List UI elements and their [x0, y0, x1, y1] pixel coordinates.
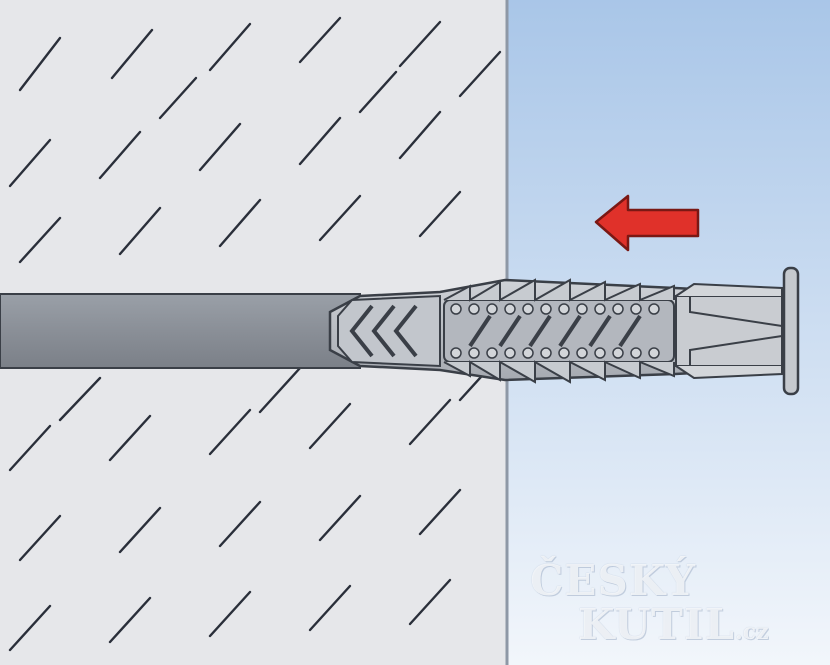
plug-rib-bump: [630, 347, 642, 359]
hatch-stroke: [318, 494, 362, 542]
watermark-suffix: .cz: [735, 619, 769, 645]
hatch-stroke: [118, 506, 162, 554]
plug-rib-bump: [468, 347, 480, 359]
hatch-stroke: [18, 36, 62, 92]
hatch-stroke: [198, 122, 242, 172]
plug-rib-bump: [504, 303, 516, 315]
plug-rib-bump: [594, 347, 606, 359]
hatch-stroke: [158, 76, 198, 120]
plug-rib-bump: [594, 303, 606, 315]
watermark-line-1: ČESKÝ: [530, 556, 697, 605]
hatch-stroke: [208, 590, 252, 638]
watermark-main: KUTIL: [578, 600, 736, 649]
plug-rib-bump: [612, 303, 624, 315]
plug-ribs: [450, 303, 660, 359]
hatch-stroke: [298, 116, 342, 166]
drill-hole: [0, 293, 361, 369]
plug-collar: [782, 266, 800, 396]
plug-rib-bump: [576, 303, 588, 315]
hatch-stroke: [208, 22, 252, 72]
hatch-stroke: [110, 28, 154, 80]
plug-rib-bump: [558, 347, 570, 359]
hatch-stroke: [218, 198, 262, 248]
hatch-stroke: [458, 50, 502, 98]
hatch-stroke: [218, 500, 262, 548]
hatch-stroke: [58, 376, 102, 422]
hatch-stroke: [418, 190, 462, 238]
watermark-line-2: KUTIL.cz: [578, 600, 769, 649]
hatch-stroke: [398, 110, 442, 160]
plug-rib-bump: [468, 303, 480, 315]
plug-rib-bump: [450, 347, 462, 359]
plug-rib-bump: [450, 303, 462, 315]
plug-rib-bump: [648, 347, 660, 359]
hatch-stroke: [358, 70, 398, 114]
plug-rib-bump: [558, 303, 570, 315]
hatch-stroke: [408, 398, 452, 446]
hatch-stroke: [418, 488, 462, 536]
insert-direction-arrow-icon: [594, 194, 700, 252]
hatch-stroke: [108, 596, 152, 644]
hatch-stroke: [18, 514, 62, 562]
hatch-stroke: [258, 366, 302, 414]
hatch-stroke: [318, 194, 362, 242]
hatch-stroke: [18, 216, 62, 264]
plug-rib-bump: [522, 303, 534, 315]
hatch-stroke: [208, 408, 252, 456]
plug-rib-bump: [612, 347, 624, 359]
hatch-stroke: [8, 604, 52, 652]
plug-rib-bump: [522, 347, 534, 359]
plug-rib-bump: [504, 347, 516, 359]
plug-rib-bump: [540, 347, 552, 359]
wall-plug: [328, 266, 800, 396]
hatch-stroke: [108, 414, 152, 462]
hatch-stroke: [118, 206, 162, 256]
plug-rib-bump: [630, 303, 642, 315]
plug-rib-bump: [648, 303, 660, 315]
hatch-stroke: [98, 130, 142, 180]
hatch-stroke: [398, 20, 442, 68]
plug-rib-bump: [576, 347, 588, 359]
hatch-stroke: [408, 578, 452, 626]
hatch-stroke: [8, 138, 52, 188]
hatch-stroke: [298, 16, 342, 64]
plug-rib-bump: [486, 347, 498, 359]
hatch-stroke: [308, 584, 352, 632]
plug-rib-bump: [540, 303, 552, 315]
plug-rib-bump: [486, 303, 498, 315]
hatch-stroke: [8, 424, 52, 472]
hatch-stroke: [308, 402, 352, 450]
wall-hatching: [8, 16, 502, 652]
